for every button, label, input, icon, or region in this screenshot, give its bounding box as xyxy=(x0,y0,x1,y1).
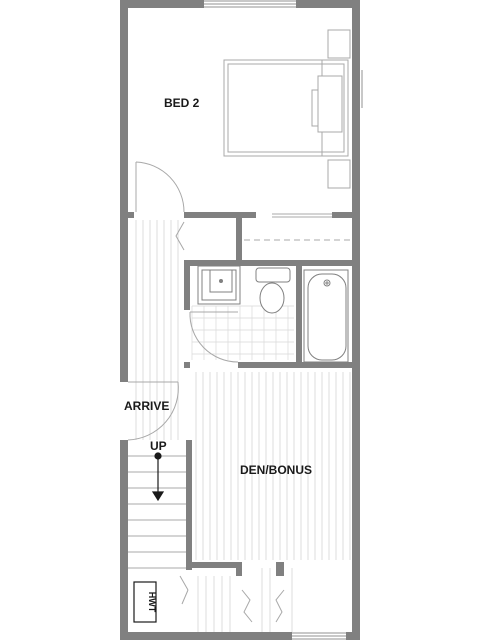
bathtub xyxy=(303,269,349,363)
stair-arrow-icon xyxy=(151,452,165,502)
toilet xyxy=(255,267,291,314)
nightstand-bottom xyxy=(327,159,351,189)
room-label-den-bonus: DEN/BONUS xyxy=(240,463,312,477)
water-heater: HWT xyxy=(133,581,157,623)
top-window xyxy=(204,0,296,8)
bed xyxy=(223,59,349,157)
lower-hall-boards xyxy=(197,568,293,632)
bottom-window xyxy=(292,632,346,640)
stair-bifold-door xyxy=(241,589,285,623)
arrive-label: ARRIVE xyxy=(124,399,169,413)
exterior-walls xyxy=(120,0,360,640)
hwt-label: HWT xyxy=(147,592,157,613)
up-label: UP xyxy=(150,439,167,453)
closet-bifold-door xyxy=(175,221,185,251)
nightstand-top xyxy=(327,29,351,59)
bedroom-door xyxy=(135,161,185,213)
room-label-bed-2: BED 2 xyxy=(164,96,200,110)
interior-walls xyxy=(128,212,352,576)
closet-slider xyxy=(272,213,332,218)
bathroom-door xyxy=(189,311,239,363)
floor-hatching xyxy=(135,220,351,560)
entry-door xyxy=(127,381,179,441)
shower-sink xyxy=(197,265,241,305)
